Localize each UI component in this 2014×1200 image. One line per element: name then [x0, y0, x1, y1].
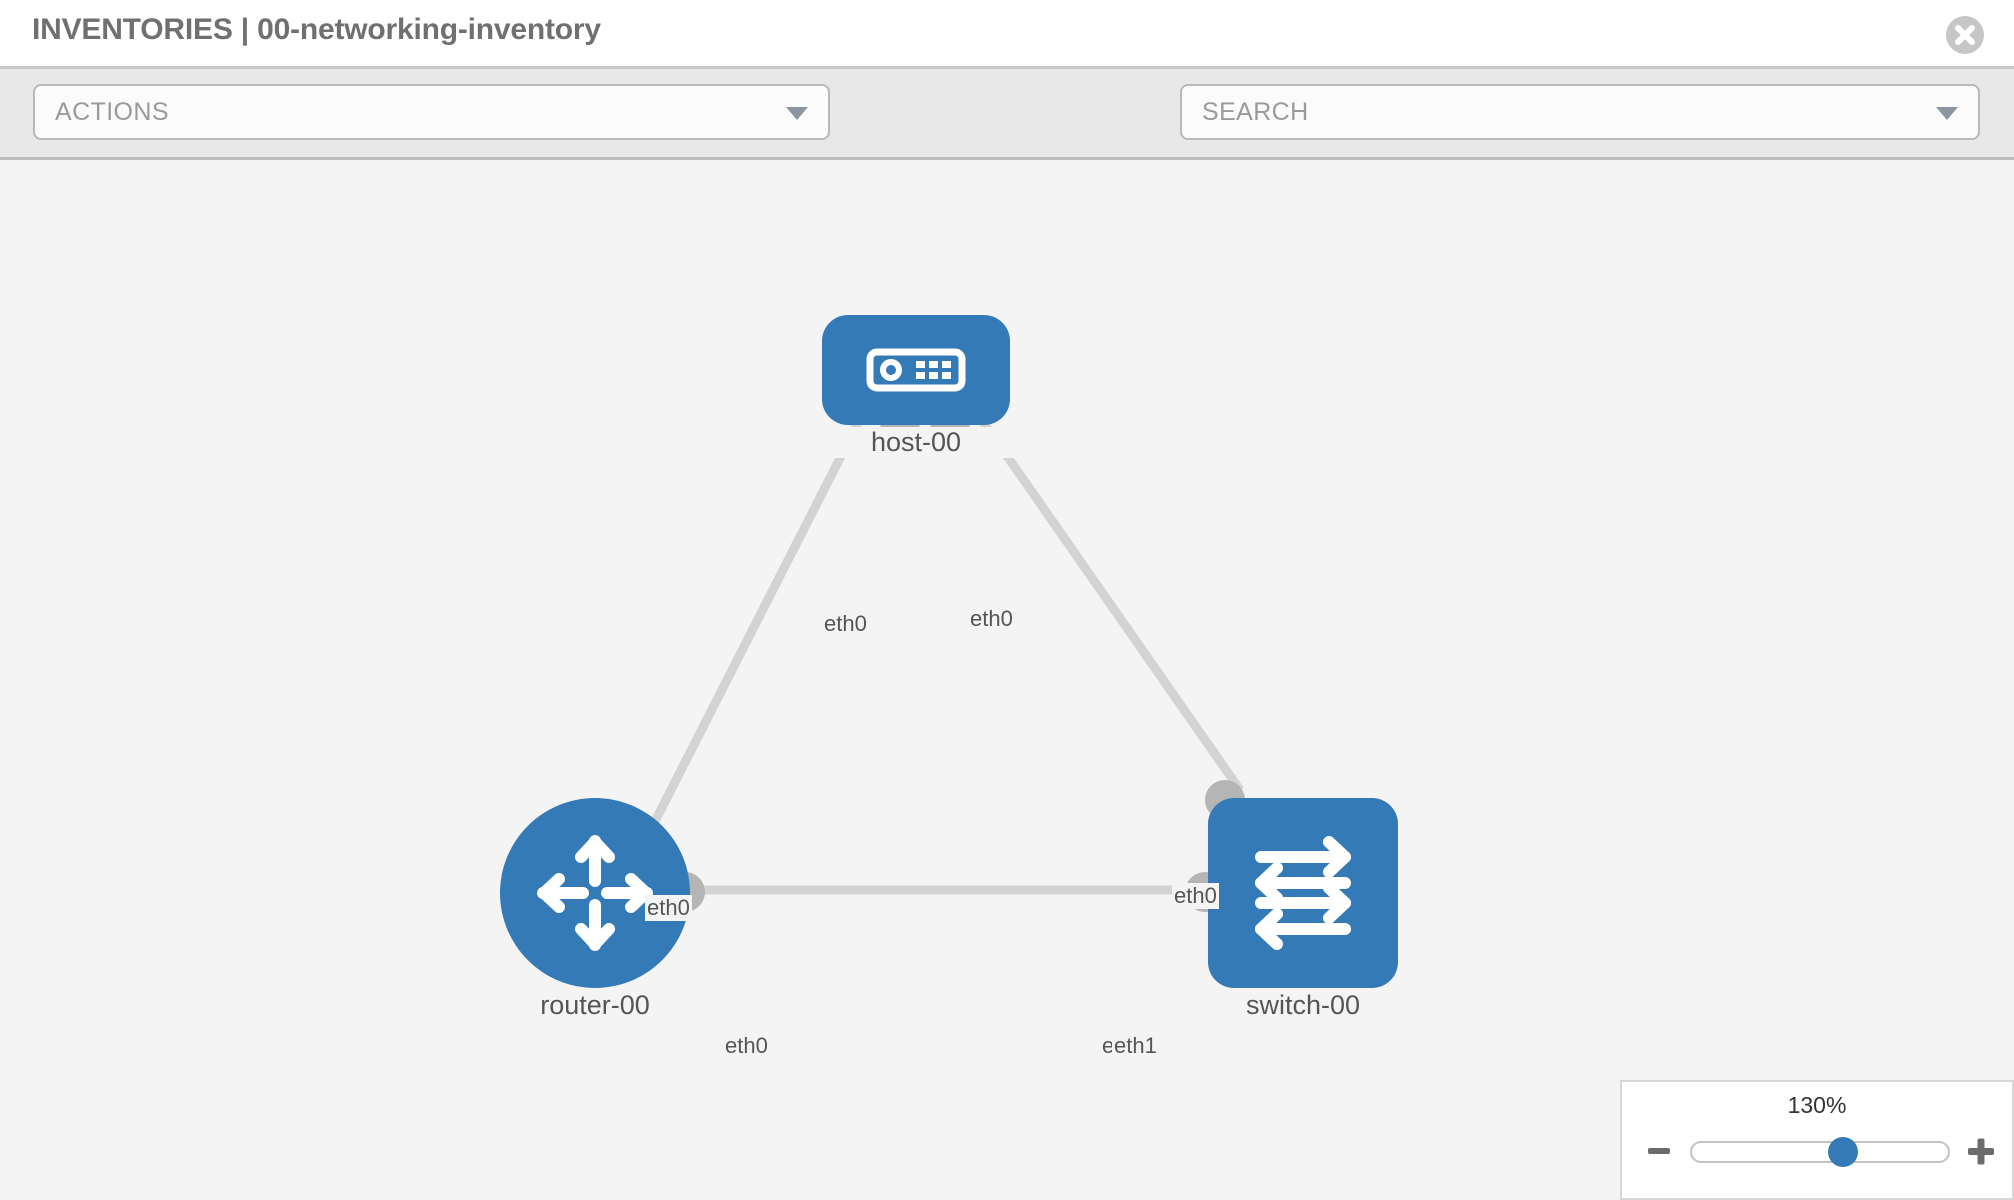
host-node-shape[interactable] — [822, 315, 1010, 425]
server-icon — [866, 348, 966, 392]
switch-icon — [1255, 836, 1351, 950]
actions-dropdown[interactable]: ACTIONS — [33, 84, 830, 140]
node-switch-00-label: switch-00 — [1203, 990, 1403, 1021]
iface-label-host-right: eth0 — [968, 606, 1015, 632]
page-title: INVENTORIES | 00-networking-inventory — [32, 13, 601, 46]
iface-label-router-right: eth0 — [723, 1033, 770, 1059]
search-placeholder: SEARCH — [1202, 97, 1309, 126]
chevron-down-icon — [786, 107, 808, 120]
zoom-level-value: 130% — [1787, 1092, 1847, 1118]
iface-label-switch-left: eth1 — [1112, 1033, 1159, 1059]
iface-label-switch-up: eth0 — [1172, 883, 1219, 909]
plus-icon — [1968, 1138, 1994, 1165]
zoom-slider-thumb[interactable] — [1828, 1137, 1858, 1167]
topology-edges — [615, 357, 1244, 895]
toolbar: ACTIONS SEARCH — [0, 69, 2014, 204]
zoom-slider-track[interactable] — [1690, 1141, 1950, 1163]
router-node-shape[interactable] — [500, 798, 690, 988]
chevron-down-icon — [1936, 107, 1958, 120]
node-router-00-label: router-00 — [495, 990, 695, 1021]
iface-label-router-up: eth0 — [645, 895, 692, 921]
iface-label-host-left: eth0 — [822, 611, 869, 637]
router-icon — [537, 835, 653, 951]
actions-dropdown-label: ACTIONS — [55, 97, 169, 126]
search-input[interactable]: SEARCH — [1180, 84, 1980, 140]
topology-canvas[interactable]: host-00 router-00 — [0, 160, 2014, 1200]
zoom-in-button[interactable] — [1958, 1130, 2004, 1172]
title-bar: INVENTORIES | 00-networking-inventory — [0, 0, 2014, 69]
switch-node-shape[interactable] — [1208, 798, 1398, 988]
minus-icon — [1648, 1148, 1670, 1154]
zoom-out-button[interactable] — [1636, 1130, 1682, 1172]
close-icon[interactable] — [1946, 16, 1984, 54]
node-host-00-label: host-00 — [816, 427, 1016, 458]
zoom-control-panel: 130% — [1620, 1080, 2014, 1200]
